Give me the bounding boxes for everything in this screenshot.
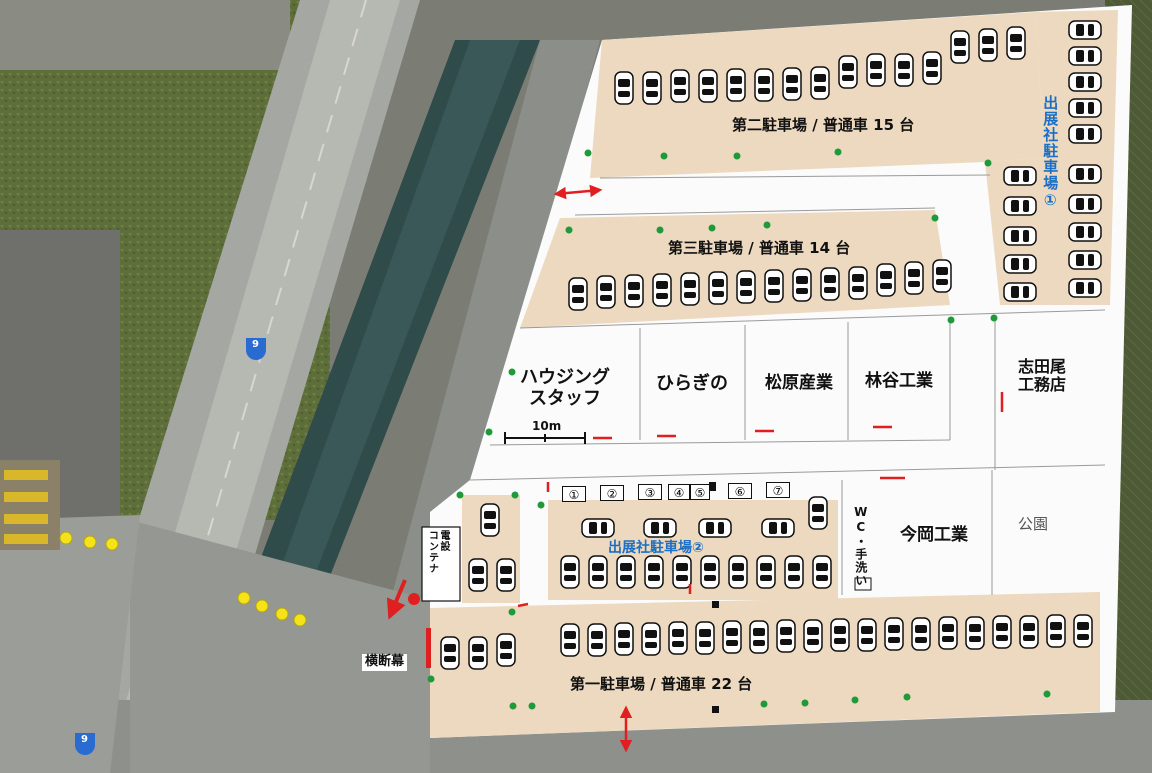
lot1-label: 第一駐車場 / 普通車 22 台 [570,675,753,693]
slot-4: ④ [668,484,690,500]
exhibitor1-label: 出展社駐車場① [1041,95,1060,210]
slot-1: ① [562,486,586,502]
booth-hiragino: ひらぎの [656,373,728,394]
lot2-label: 第二駐車場 / 普通車 15 台 [732,116,915,134]
slot-6: ⑥ [728,483,752,499]
route-badge-icon [75,338,266,755]
slot-7: ⑦ [766,482,790,498]
banner-bar [426,628,431,668]
exhibitor2-label: 出展社駐車場② [608,540,704,556]
lot3-label: 第三駐車場 / 普通車 14 台 [668,239,851,257]
wc-label: WC・手洗い [853,505,868,587]
booth-housing-staff: ハウジング スタッフ [520,367,610,409]
booth-imaoka: 今岡工業 [900,525,968,545]
slot-3: ③ [638,484,662,500]
booth-hayashiya: 林谷工業 [865,371,933,391]
yellow-cones [59,531,307,627]
park-label: 公園 [1018,515,1049,533]
container-label: 電設 コンテナ [426,530,450,574]
booth-matsubara: 松原産業 [765,373,833,393]
slot-5: ⑤ [690,484,710,500]
route-number: 9 [81,734,88,745]
booth-shidao: 志田尾 工務店 [1018,357,1067,395]
scale-label: 10m [532,419,562,433]
route-number: 9 [252,339,259,350]
slot-2: ② [600,485,624,501]
scale-bar [504,432,586,444]
banner-label: 横断幕 [362,654,408,671]
red-markers [517,392,1004,608]
